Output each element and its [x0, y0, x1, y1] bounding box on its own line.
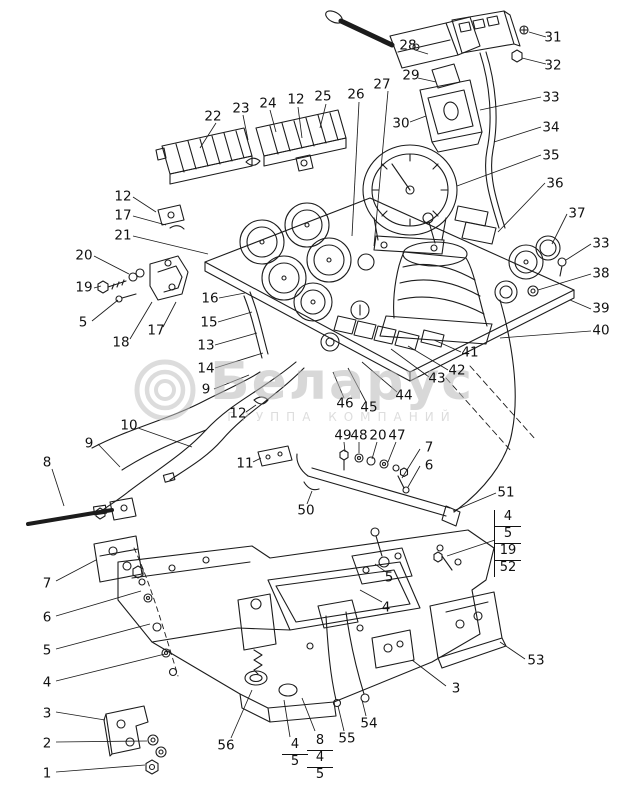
leader-lines — [51, 31, 592, 773]
drawing-parts — [26, 10, 575, 775]
